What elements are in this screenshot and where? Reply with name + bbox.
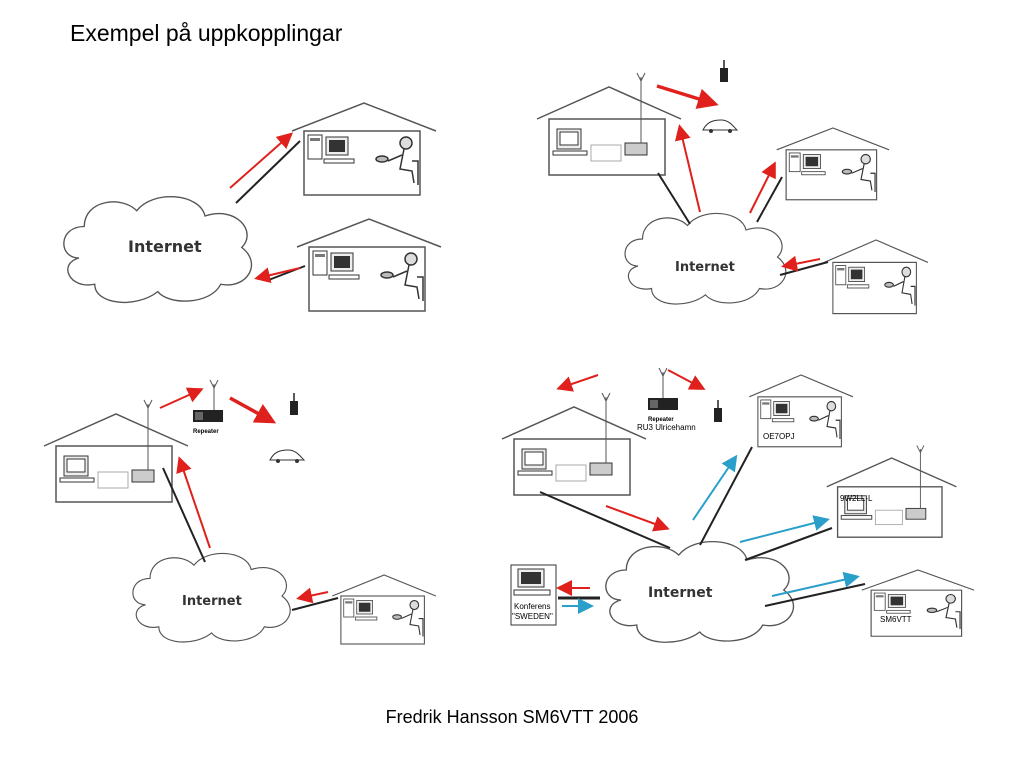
blue-arrow (692, 454, 738, 521)
repeater-callsign: RU3 Ulricehamn (637, 423, 696, 432)
house-pc-user (292, 103, 436, 195)
red-arrow (674, 124, 701, 213)
red-arrow (605, 505, 670, 532)
blue-arrow (771, 571, 860, 597)
cloud-label: Internet (128, 237, 202, 256)
house-pc-user (332, 575, 436, 644)
house-pc-user (824, 240, 928, 314)
red-arrow (656, 84, 719, 109)
house-pc-user (297, 219, 441, 311)
station-label-oe7opj: OE7OPJ (763, 432, 795, 441)
red-arrow (176, 456, 211, 549)
conference-name: "SWEDEN" (512, 612, 553, 621)
cloud-label: Internet (182, 594, 242, 609)
diagram-radio-link: Internet (536, 59, 928, 314)
station-label-9w2ll: 9W2LL-L (840, 494, 873, 503)
red-arrow (556, 374, 599, 392)
conference-server: Konferens "SWEDEN" (510, 564, 557, 626)
red-arrow (159, 387, 204, 409)
repeater-icon (648, 398, 678, 410)
car-icon (269, 449, 305, 464)
repeater-label: Repeater (193, 429, 219, 435)
red-arrow (781, 255, 821, 272)
house-9w2ll (826, 444, 958, 538)
cloud-label: Internet (648, 585, 713, 601)
internet-cloud (624, 212, 787, 305)
cloud-label: Internet (675, 260, 735, 275)
red-arrow (749, 161, 776, 214)
blue-arrow (739, 515, 830, 543)
house-sm6vtt (862, 570, 974, 636)
house-radio-link (501, 392, 647, 496)
red-arrow (229, 132, 293, 189)
slide-title: Exempel på uppkopplingar (70, 20, 343, 46)
red-arrow (229, 396, 277, 424)
conference-label: Konferens (514, 602, 550, 611)
diagram-pc-to-pc: Internet (63, 103, 441, 311)
repeater-label: Repeater (648, 417, 674, 423)
car-icon (702, 119, 738, 134)
handheld-radio-icon (289, 392, 299, 416)
handheld-radio-icon (719, 59, 729, 83)
red-arrow (254, 267, 301, 284)
house-radio-link (43, 399, 189, 503)
red-arrow (667, 369, 706, 390)
station-label-sm6vtt: SM6VTT (880, 615, 912, 624)
handheld-radio-icon (713, 399, 723, 423)
diagram-repeater-link: Internet Repeater (43, 379, 436, 644)
red-arrow (296, 587, 329, 604)
repeater-icon (193, 410, 223, 422)
house-pc-user (777, 128, 889, 200)
footer-credit: Fredrik Hansson SM6VTT 2006 (385, 707, 639, 727)
diagram-conference: Internet OE7OPJ 9W2LL-L SM6VTT Repeater … (501, 367, 974, 643)
